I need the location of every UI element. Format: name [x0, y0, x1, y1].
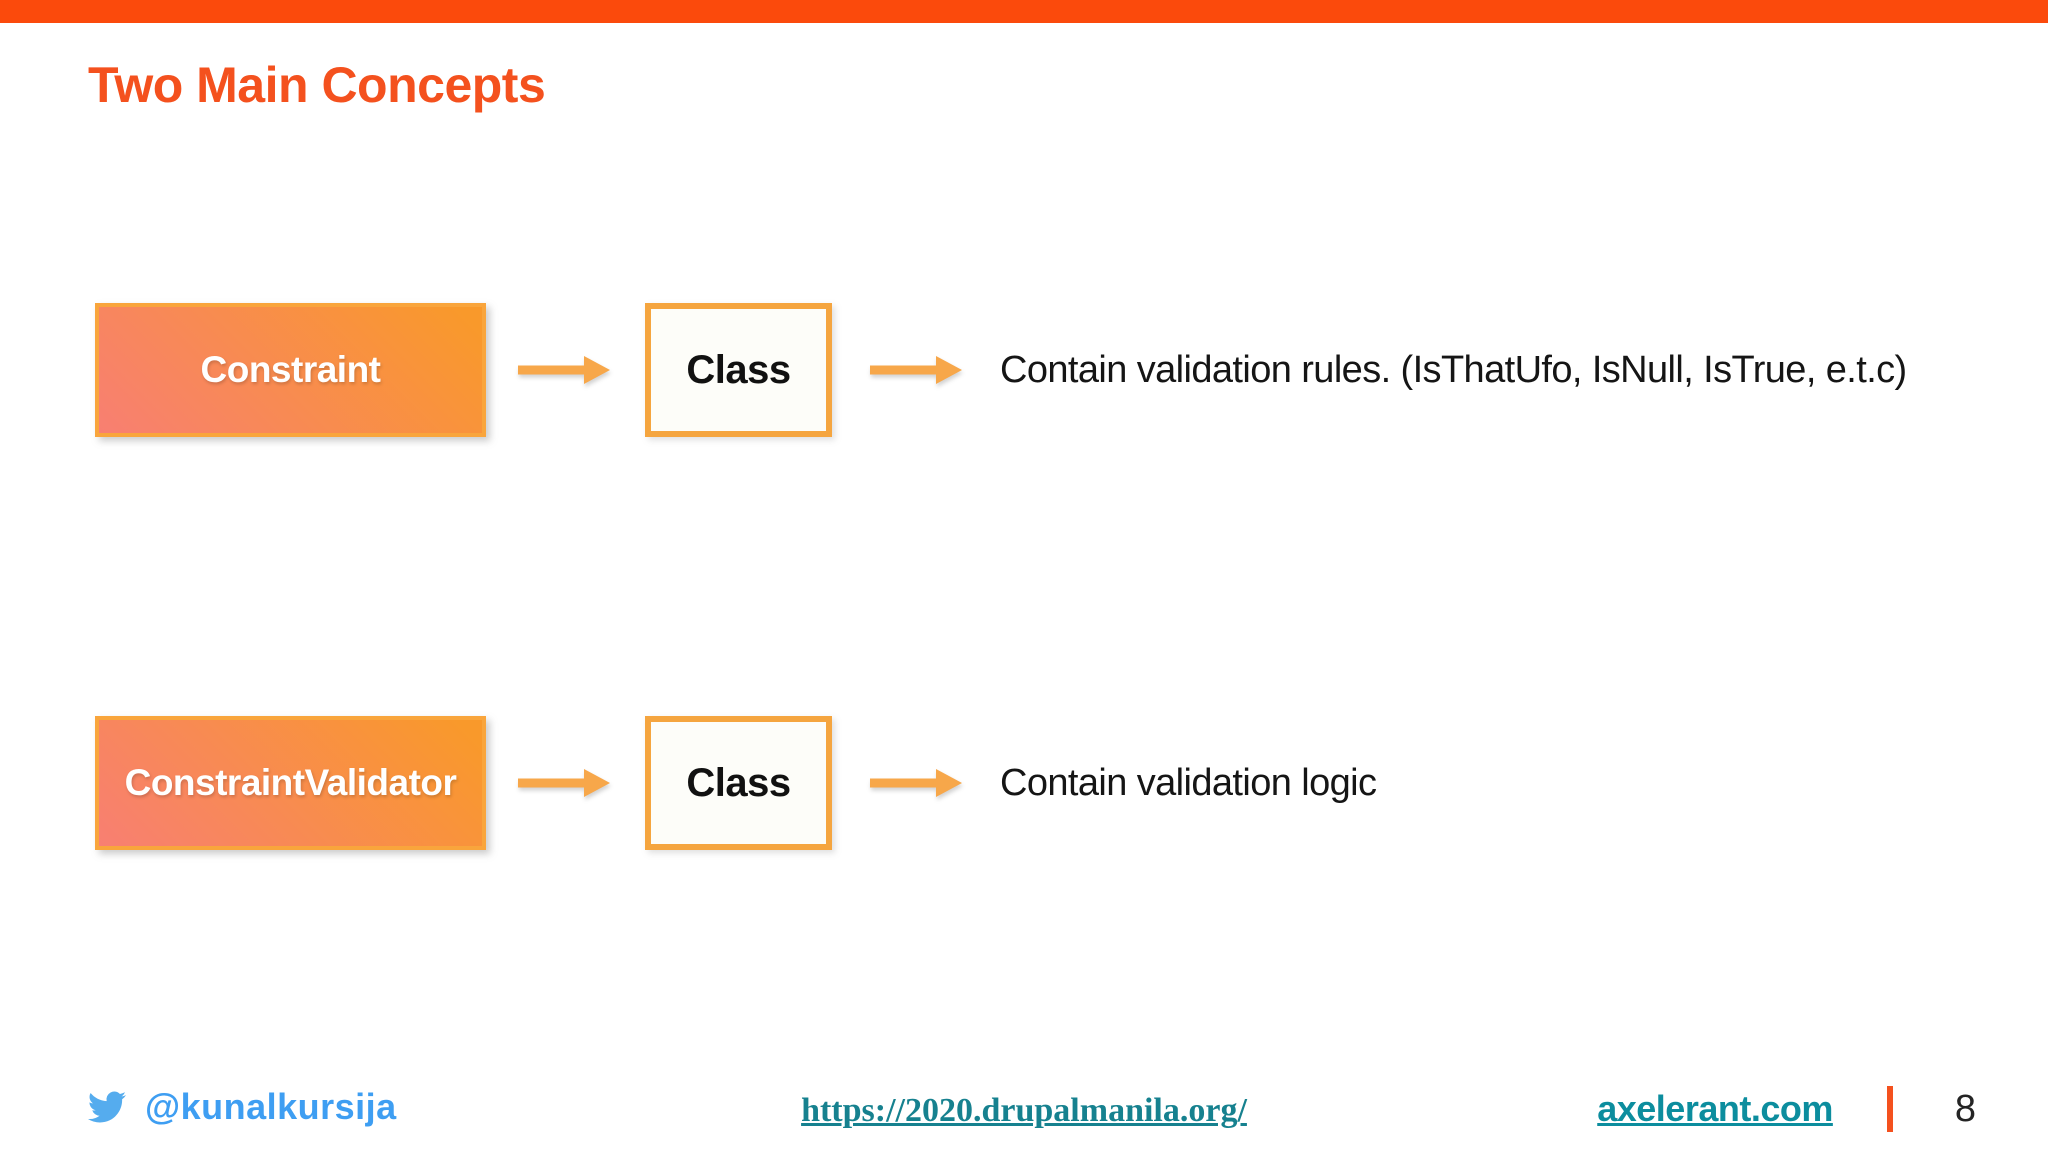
arrow-head	[936, 769, 962, 797]
page-title: Two Main Concepts	[88, 57, 546, 113]
concept-row-constraint-validator: ConstraintValidator Class Contain valida…	[95, 716, 1377, 850]
footer-right-block: axelerant.com 8	[1597, 1086, 1976, 1132]
top-accent-bar	[0, 0, 2048, 23]
arrow-right-icon	[870, 355, 962, 385]
arrow-right-icon	[518, 768, 610, 798]
footer: @kunalkursija https://2020.drupalmanila.…	[0, 1077, 2048, 1152]
class-box-label: Class	[686, 347, 791, 392]
arrow-head	[584, 769, 610, 797]
twitter-block: @kunalkursija	[85, 1086, 397, 1128]
arrow-head	[584, 356, 610, 384]
constraint-box: Constraint	[95, 303, 486, 437]
event-url-link[interactable]: https://2020.drupalmanila.org/	[801, 1092, 1247, 1129]
arrow-shaft	[518, 365, 586, 375]
constraint-validator-box-label: ConstraintValidator	[124, 762, 457, 803]
class-box: Class	[645, 716, 832, 850]
arrow-head	[936, 356, 962, 384]
event-link-wrap: https://2020.drupalmanila.org/	[0, 1092, 2048, 1130]
twitter-bird-icon	[85, 1088, 129, 1126]
arrow-shaft	[870, 365, 938, 375]
class-box-label: Class	[686, 760, 791, 805]
page-number: 8	[1954, 1087, 1976, 1130]
constraint-validator-description: Contain validation logic	[1000, 761, 1377, 804]
class-box: Class	[645, 303, 832, 437]
company-url-link[interactable]: axelerant.com	[1597, 1088, 1833, 1129]
arrow-right-icon	[518, 355, 610, 385]
arrow-right-icon	[870, 768, 962, 798]
footer-divider	[1886, 1086, 1893, 1132]
arrow-shaft	[518, 778, 586, 788]
constraint-description: Contain validation rules. (IsThatUfo, Is…	[1000, 348, 1907, 391]
concept-row-constraint: Constraint Class Contain validation rule…	[95, 303, 1907, 437]
twitter-handle-link[interactable]: @kunalkursija	[145, 1086, 397, 1127]
constraint-box-label: Constraint	[200, 349, 382, 390]
arrow-shaft	[870, 778, 938, 788]
constraint-validator-box: ConstraintValidator	[95, 716, 486, 850]
